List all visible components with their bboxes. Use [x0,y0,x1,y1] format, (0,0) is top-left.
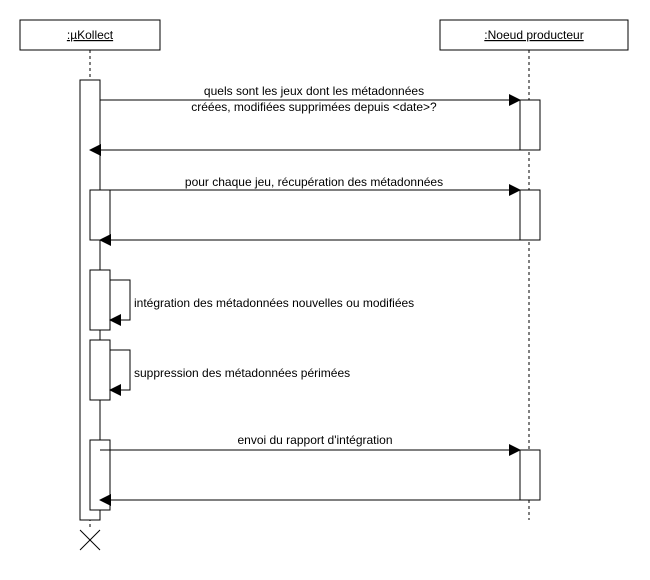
participant-label-ukollect: :µKollect [67,28,114,42]
message-report-label: envoi du rapport d'intégration [237,433,392,447]
activation-ukollect-fetch [89,189,111,241]
message-fetch-label: pour chaque jeu, récupération des métado… [185,175,443,189]
activation-ukollect-integration [89,269,111,331]
self-message-suppression-label: suppression des métadonnées périmées [134,366,350,380]
activation-producer-query [519,99,541,151]
activation-ukollect-report [89,439,111,511]
message-query-label-line-2: créées, modifiées supprimées depuis <dat… [191,100,437,114]
self-message-integration-label: intégration des métadonnées nouvelles ou… [134,296,414,310]
activation-producer-report [519,449,541,501]
activation-producer-fetch [519,189,541,241]
message-query-label-line-1: quels sont les jeux dont les métadonnées [204,84,424,98]
destruction-x-icon [79,529,101,551]
self-message-suppression-arrow [109,349,131,396]
activation-ukollect-suppression [89,339,111,401]
participant-box-noeud-producteur [439,19,629,51]
participant-label-noeud-producteur: :Noeud producteur [484,28,583,42]
participant-box-ukollect [19,19,161,51]
self-message-integration-arrow [109,279,131,326]
